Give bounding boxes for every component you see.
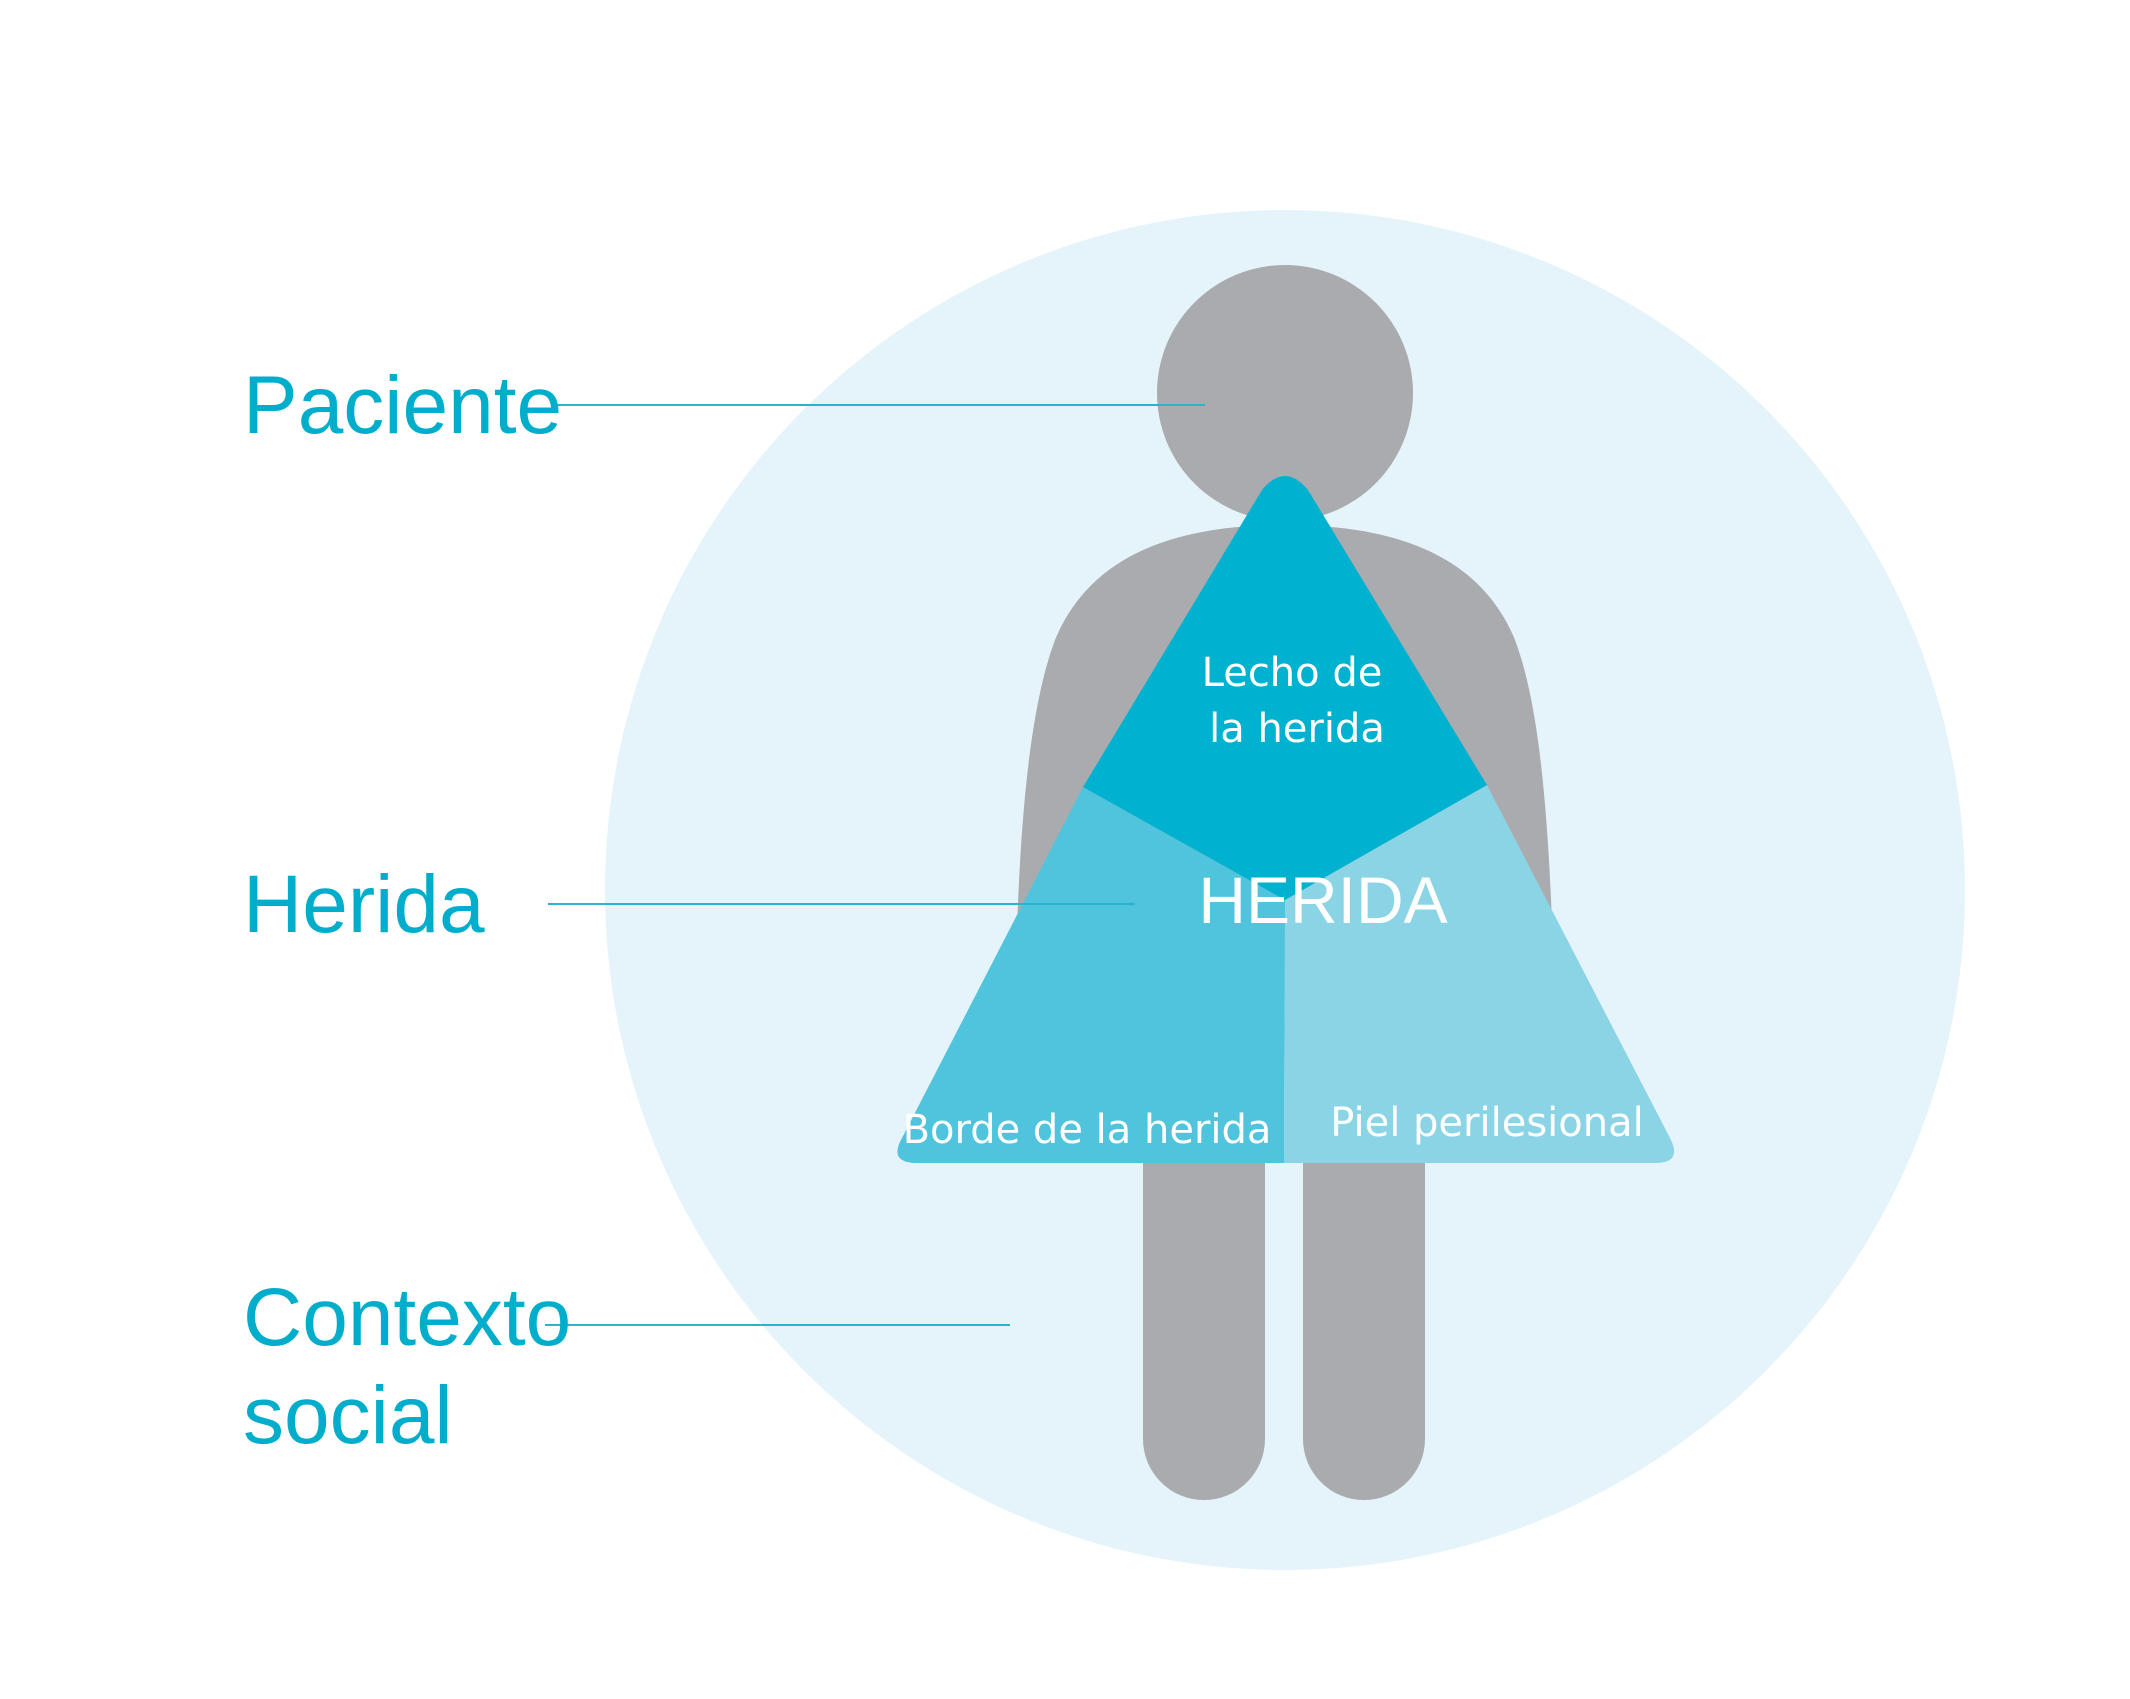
wound-triangle — [897, 476, 1675, 1163]
wound-center-label: HERIDA — [1198, 863, 1447, 937]
patient-head — [1157, 265, 1413, 521]
wound-bed-label-line1: Lecho de — [1202, 650, 1383, 696]
periwound-skin-label: Piel perilesional — [1330, 1100, 1643, 1146]
patient-left-leg — [1143, 1090, 1265, 1500]
wound-edge-region — [897, 787, 1285, 1163]
herida-label: Herida — [243, 859, 485, 950]
contexto-label-line1: Contexto — [243, 1272, 571, 1363]
wound-edge-label: Borde de la herida — [903, 1107, 1272, 1153]
contexto-label-line2: social — [243, 1370, 453, 1461]
wound-bed-label-line2: la herida — [1209, 706, 1385, 752]
wound-bed-region — [1083, 476, 1487, 900]
paciente-label: Paciente — [243, 360, 562, 451]
periwound-skin-region — [1284, 785, 1675, 1163]
patient-right-leg — [1303, 1090, 1425, 1500]
